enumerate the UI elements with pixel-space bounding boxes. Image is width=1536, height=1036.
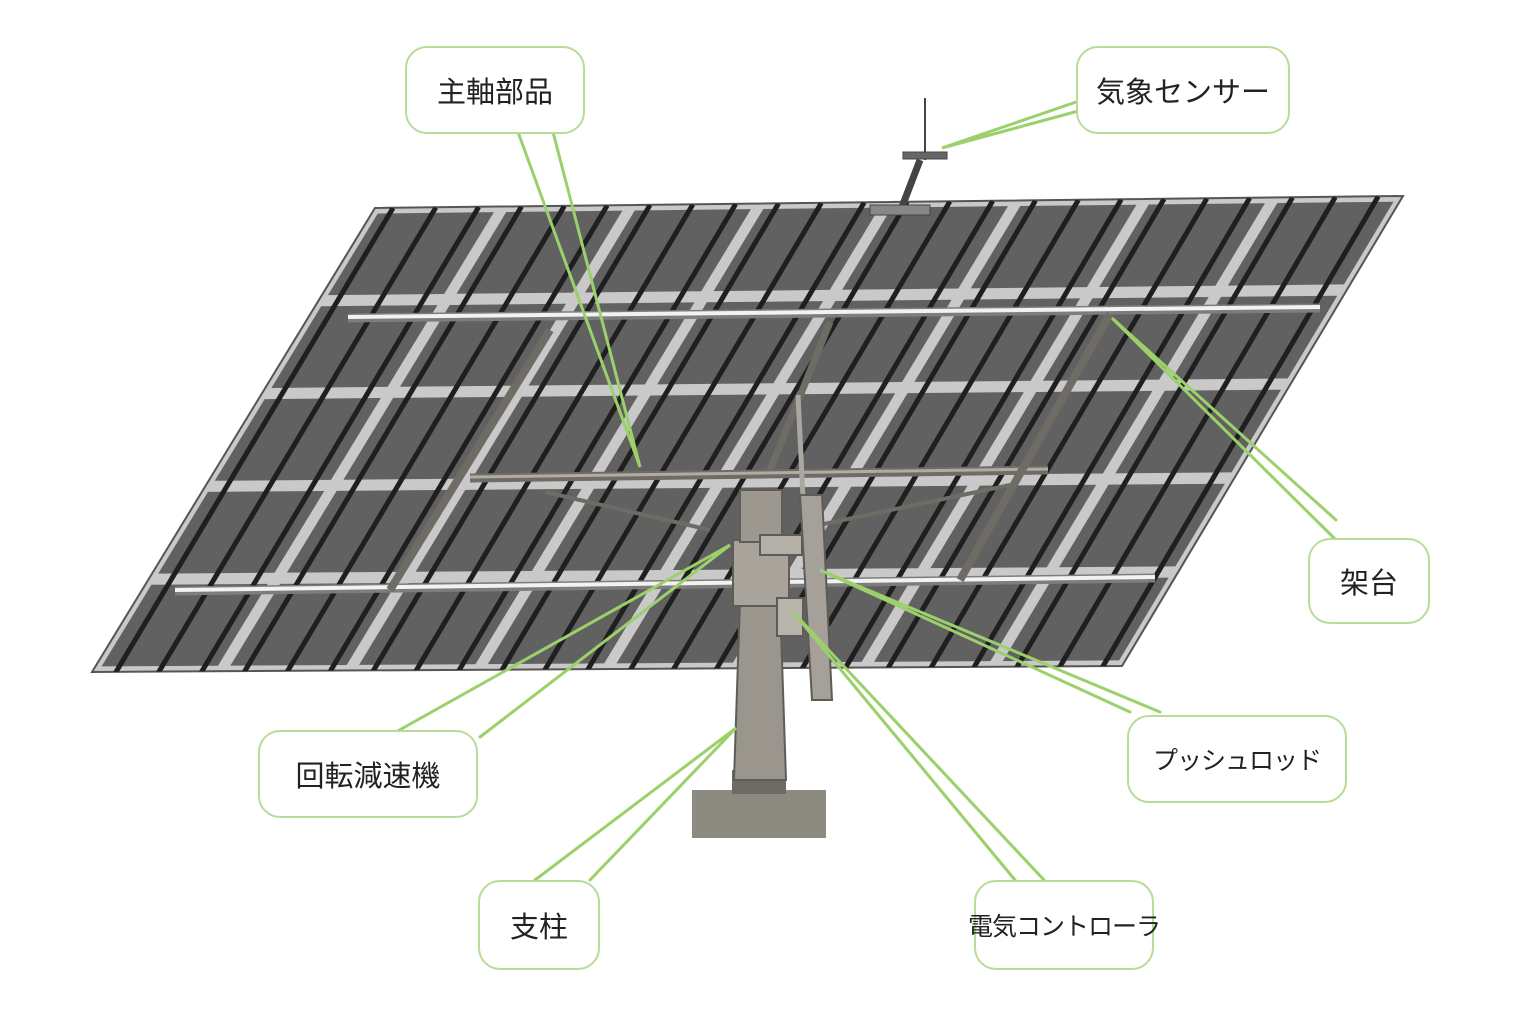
panel-rib <box>665 200 952 672</box>
panel-rib <box>494 202 781 672</box>
panel-rib <box>322 204 610 672</box>
panel-rib <box>1009 196 1295 672</box>
panel-rib <box>365 203 653 672</box>
horizontal-rails <box>174 303 1321 596</box>
panel-rib <box>622 200 910 672</box>
panel-rib <box>1052 196 1338 672</box>
frame-label: 架台 <box>1308 538 1430 624</box>
panel-rib <box>794 198 1081 672</box>
panel-rib <box>537 201 824 672</box>
pillar-label: 支柱 <box>478 880 600 970</box>
panel-rib <box>107 206 396 672</box>
weather-sensor-label: 気象センサー <box>1076 46 1290 134</box>
leader-lines <box>385 98 1338 882</box>
main-shaft-label: 主軸部品 <box>405 46 585 134</box>
slewing-reducer-label: 回転減速機 <box>258 730 478 818</box>
pillar-assembly <box>692 489 834 838</box>
panel-rib <box>150 206 438 672</box>
push-rod-label: プッシュロッド <box>1127 715 1347 803</box>
panel-rib <box>451 202 738 672</box>
panel-rib <box>1094 196 1381 672</box>
panel-rib <box>880 197 1167 672</box>
support-frame <box>386 312 1114 601</box>
weather-sensor-mast <box>869 98 948 216</box>
panel-rib <box>966 196 1252 672</box>
panel-rib <box>408 203 695 672</box>
panel-rib <box>923 197 1209 672</box>
panel-rib <box>193 205 481 672</box>
panel-rib <box>279 204 567 672</box>
panel-rib <box>236 205 524 672</box>
controller-label: 電気コントローラ <box>968 880 1161 970</box>
